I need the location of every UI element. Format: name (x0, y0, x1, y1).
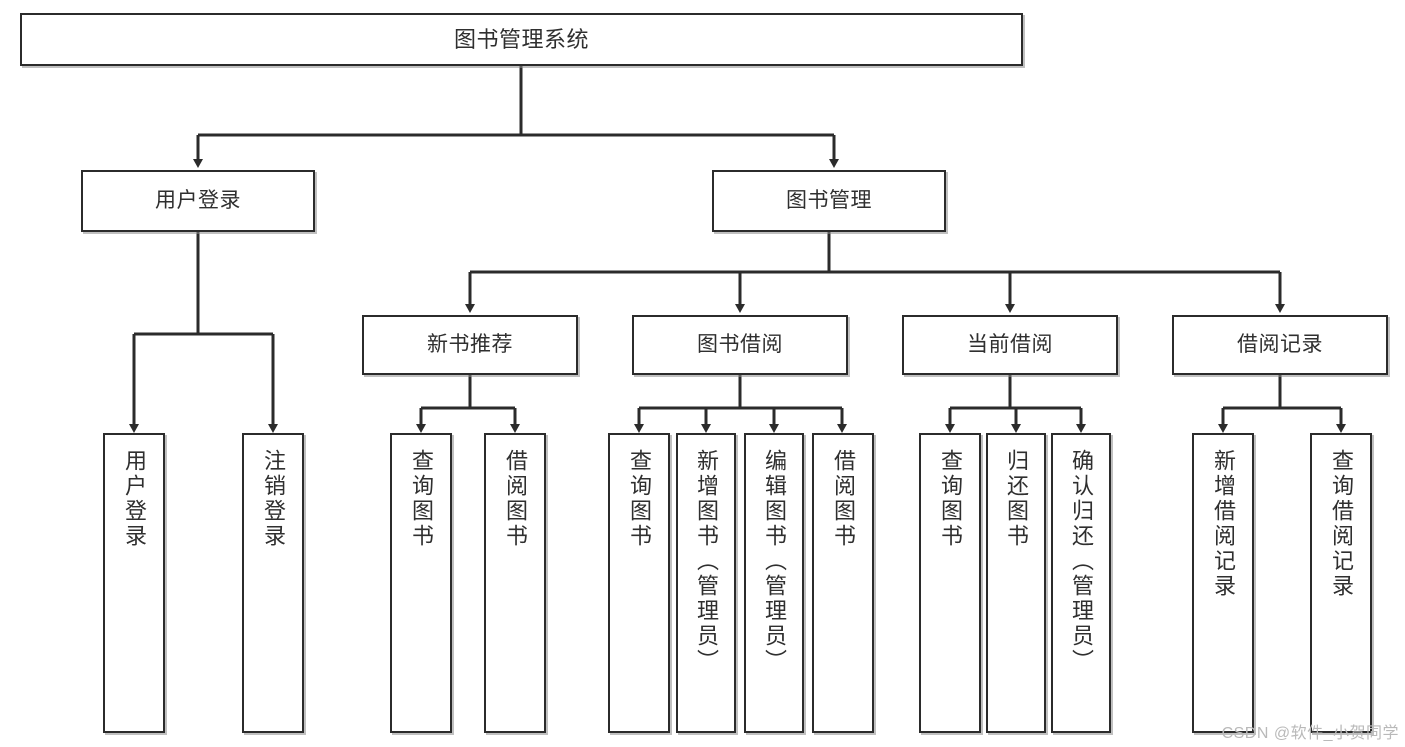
node-leaf-query-record-label: 查询借阅记录 (1329, 449, 1354, 599)
node-leaf-add-record-label: 新增借阅记录 (1211, 449, 1236, 599)
node-leaf-query-book-3-label: 查询图书 (938, 449, 963, 549)
node-book-borrow[interactable]: 图书借阅 (632, 315, 848, 375)
node-leaf-query-book-2[interactable]: 查询图书 (608, 433, 670, 733)
node-new-book-recommend[interactable]: 新书推荐 (362, 315, 578, 375)
watermark: CSDN @软件_小贺同学 (1221, 725, 1399, 742)
node-leaf-query-book-1[interactable]: 查询图书 (390, 433, 452, 733)
node-book-management[interactable]: 图书管理 (712, 170, 946, 232)
node-leaf-user-login[interactable]: 用户登录 (103, 433, 165, 733)
node-leaf-borrow-book-2[interactable]: 借阅图书 (812, 433, 874, 733)
node-leaf-query-book-3[interactable]: 查询图书 (919, 433, 981, 733)
node-current-borrow-label: 当前借阅 (967, 332, 1053, 356)
node-leaf-edit-book[interactable]: 编辑图书（管理员） (744, 433, 804, 733)
node-leaf-user-login-label: 用户登录 (122, 449, 147, 549)
node-leaf-query-book-2-label: 查询图书 (627, 449, 652, 549)
node-leaf-query-book-1-label: 查询图书 (409, 449, 434, 549)
node-leaf-add-book-label: 新增图书（管理员） (694, 449, 719, 674)
node-leaf-borrow-book-1[interactable]: 借阅图书 (484, 433, 546, 733)
node-book-management-label: 图书管理 (786, 188, 872, 212)
node-current-borrow[interactable]: 当前借阅 (902, 315, 1118, 375)
node-leaf-return-book[interactable]: 归还图书 (986, 433, 1046, 733)
node-root[interactable]: 图书管理系统 (20, 13, 1023, 66)
node-user-login[interactable]: 用户登录 (81, 170, 315, 232)
node-root-label: 图书管理系统 (453, 26, 589, 52)
node-leaf-logout-login-label: 注销登录 (261, 449, 286, 549)
node-leaf-return-book-label: 归还图书 (1004, 449, 1029, 549)
node-leaf-confirm-return[interactable]: 确认归还（管理员） (1051, 433, 1111, 733)
node-book-borrow-label: 图书借阅 (697, 332, 783, 356)
node-leaf-borrow-book-2-label: 借阅图书 (831, 449, 856, 549)
node-user-login-label: 用户登录 (155, 188, 241, 212)
node-leaf-logout-login[interactable]: 注销登录 (242, 433, 304, 733)
node-leaf-add-record[interactable]: 新增借阅记录 (1192, 433, 1254, 733)
node-new-book-recommend-label: 新书推荐 (427, 332, 513, 356)
node-borrow-record[interactable]: 借阅记录 (1172, 315, 1388, 375)
node-leaf-confirm-return-label: 确认归还（管理员） (1069, 449, 1094, 674)
node-leaf-add-book[interactable]: 新增图书（管理员） (676, 433, 736, 733)
node-leaf-borrow-book-1-label: 借阅图书 (503, 449, 528, 549)
node-leaf-query-record[interactable]: 查询借阅记录 (1310, 433, 1372, 733)
node-borrow-record-label: 借阅记录 (1237, 332, 1323, 356)
node-leaf-edit-book-label: 编辑图书（管理员） (762, 449, 787, 674)
